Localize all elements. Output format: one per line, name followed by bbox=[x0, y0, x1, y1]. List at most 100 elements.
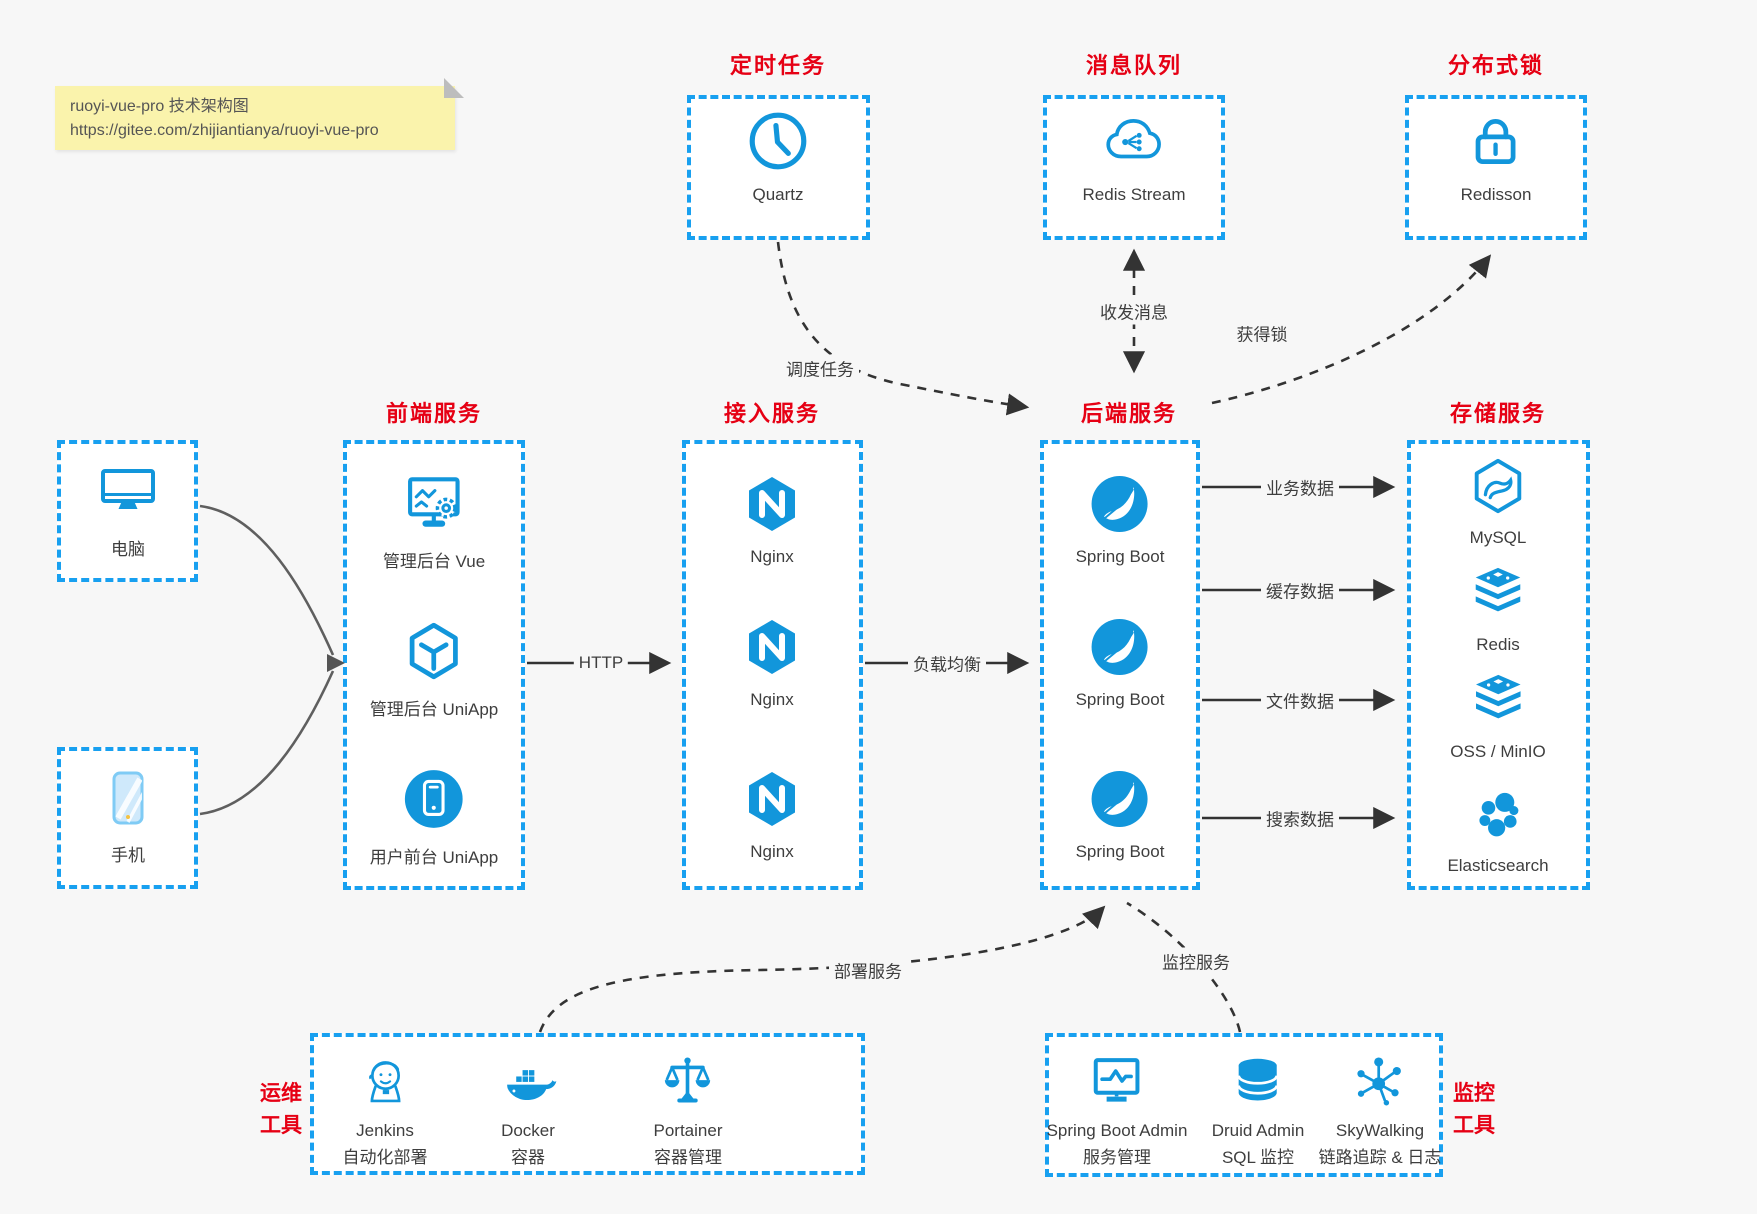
nginx-icon bbox=[740, 767, 804, 836]
node-label: Redis bbox=[1476, 635, 1520, 654]
spring-icon bbox=[1088, 472, 1152, 541]
group-title-scheduler: 定时任务 bbox=[729, 53, 827, 78]
node-druid-admin: Druid Admin SQL 监控 bbox=[1211, 1052, 1305, 1168]
node-label: Redis Stream bbox=[1082, 185, 1186, 204]
node-label: Spring Boot Admin bbox=[1046, 1121, 1188, 1140]
sticky-note: ruoyi-vue-pro 技术架构图 https://gitee.com/zh… bbox=[55, 78, 464, 150]
box-storage bbox=[1407, 440, 1590, 890]
mysql-icon bbox=[1467, 455, 1529, 522]
docker-icon bbox=[499, 1052, 557, 1115]
node-sublabel: 容器 bbox=[511, 1148, 545, 1167]
springbootadmin-icon bbox=[1088, 1052, 1146, 1115]
note-fold-corner bbox=[444, 78, 464, 98]
box-client-pc bbox=[57, 440, 198, 582]
edge-label-deploy: 部署服务 bbox=[829, 956, 907, 984]
node-label: Redisson bbox=[1460, 185, 1532, 204]
oss-icon bbox=[1467, 669, 1529, 736]
node-admin-vue: 管理后台 Vue bbox=[383, 470, 485, 572]
node-user-uniapp: 用户前台 UniApp bbox=[370, 766, 498, 868]
spring-icon bbox=[1088, 767, 1152, 836]
redis-icon bbox=[1467, 562, 1529, 629]
node-oss-minio: OSS / MinIO bbox=[1450, 669, 1546, 762]
edge-label-monitor: 监控服务 bbox=[1157, 947, 1235, 975]
node-redis: Redis bbox=[1467, 562, 1529, 655]
edge-label-cache-data: 缓存数据 bbox=[1261, 576, 1339, 604]
lock-icon bbox=[1463, 108, 1529, 179]
node-docker: Docker 容器 bbox=[499, 1052, 557, 1168]
phone-app-icon bbox=[401, 766, 467, 837]
node-admin-uniapp: 管理后台 UniApp bbox=[370, 618, 498, 720]
node-redis-stream: Redis Stream bbox=[1082, 108, 1186, 205]
node-label: Spring Boot bbox=[1075, 842, 1165, 861]
node-elasticsearch: Elasticsearch bbox=[1447, 787, 1549, 876]
edge-label-http: HTTP bbox=[573, 652, 629, 674]
curve-deploy bbox=[538, 905, 1106, 1033]
druid-icon bbox=[1229, 1052, 1287, 1115]
edge-label-search-data: 搜索数据 bbox=[1261, 804, 1339, 832]
group-title-ops: 运维 工具 bbox=[260, 1082, 302, 1137]
elasticsearch-icon bbox=[1469, 787, 1527, 850]
node-label: Portainer bbox=[653, 1121, 723, 1140]
group-title-storage: 存储服务 bbox=[1449, 401, 1547, 426]
node-label: 管理后台 UniApp bbox=[369, 700, 499, 719]
node-label: 管理后台 Vue bbox=[382, 552, 486, 571]
edge-label-load-balance: 负载均衡 bbox=[908, 649, 986, 677]
node-jenkins: Jenkins 自动化部署 bbox=[343, 1052, 428, 1168]
node-label: Docker bbox=[501, 1121, 555, 1140]
node-mysql: MySQL bbox=[1467, 455, 1529, 548]
node-springboot-admin: Spring Boot Admin 服务管理 bbox=[1046, 1052, 1188, 1168]
node-label: 电脑 bbox=[111, 540, 145, 559]
node-label: Nginx bbox=[750, 547, 794, 566]
node-mobile: 手机 bbox=[96, 766, 160, 866]
node-label: MySQL bbox=[1469, 528, 1527, 547]
node-pc: 电脑 bbox=[96, 460, 160, 560]
node-label: Elasticsearch bbox=[1447, 856, 1549, 875]
mobile-icon bbox=[96, 766, 160, 835]
box-scheduler bbox=[687, 95, 870, 240]
node-skywalking: SkyWalking 链路追踪 & 日志 bbox=[1318, 1052, 1442, 1168]
cube-icon bbox=[401, 618, 467, 689]
node-nginx-2: Nginx bbox=[740, 615, 804, 710]
node-label: SkyWalking bbox=[1335, 1121, 1425, 1140]
box-monitoring-tools bbox=[1045, 1033, 1443, 1177]
node-quartz: Quartz bbox=[745, 108, 811, 205]
node-springboot-3: Spring Boot bbox=[1075, 767, 1165, 862]
group-title-mq: 消息队列 bbox=[1085, 53, 1183, 78]
group-title-lock: 分布式锁 bbox=[1447, 53, 1545, 78]
node-sublabel: 链路追踪 & 日志 bbox=[1318, 1148, 1442, 1167]
admin-vue-icon bbox=[401, 470, 467, 541]
node-label: Nginx bbox=[750, 842, 794, 861]
node-portainer: Portainer 容器管理 bbox=[653, 1052, 723, 1168]
node-springboot-1: Spring Boot bbox=[1075, 472, 1165, 567]
group-title-gateway: 接入服务 bbox=[723, 401, 821, 426]
node-label: Spring Boot bbox=[1075, 547, 1165, 566]
node-label: Spring Boot bbox=[1075, 690, 1165, 709]
edge-label-message: 收发消息 bbox=[1095, 297, 1173, 325]
note-url: https://gitee.com/zhijiantianya/ruoyi-vu… bbox=[70, 122, 379, 139]
node-label: 手机 bbox=[111, 846, 145, 865]
node-sublabel: 服务管理 bbox=[1083, 1148, 1151, 1167]
note-title: ruoyi-vue-pro 技术架构图 bbox=[70, 98, 249, 115]
curve-schedule-task bbox=[776, 241, 1030, 416]
skywalking-icon bbox=[1351, 1052, 1409, 1115]
node-label: Jenkins bbox=[356, 1121, 414, 1140]
node-label: Nginx bbox=[750, 690, 794, 709]
node-label: Quartz bbox=[752, 185, 804, 204]
client-to-frontend-curves bbox=[199, 504, 335, 816]
node-label: Druid Admin bbox=[1211, 1121, 1305, 1140]
edge-label-schedule: 调度任务 bbox=[781, 354, 859, 382]
box-ops-tools bbox=[310, 1033, 865, 1175]
node-nginx-3: Nginx bbox=[740, 767, 804, 862]
clock-icon bbox=[745, 108, 811, 179]
node-label: OSS / MinIO bbox=[1450, 742, 1546, 761]
group-title-backend: 后端服务 bbox=[1080, 401, 1178, 426]
edge-label-lock: 获得锁 bbox=[1231, 319, 1293, 347]
group-title-monitoring: 监控 工具 bbox=[1453, 1082, 1495, 1137]
edge-label-db-data: 业务数据 bbox=[1261, 473, 1339, 501]
desktop-icon bbox=[96, 460, 160, 529]
nginx-icon bbox=[740, 615, 804, 684]
node-sublabel: 容器管理 bbox=[653, 1148, 722, 1167]
nginx-icon bbox=[740, 472, 804, 541]
group-title-frontend: 前端服务 bbox=[385, 401, 483, 426]
